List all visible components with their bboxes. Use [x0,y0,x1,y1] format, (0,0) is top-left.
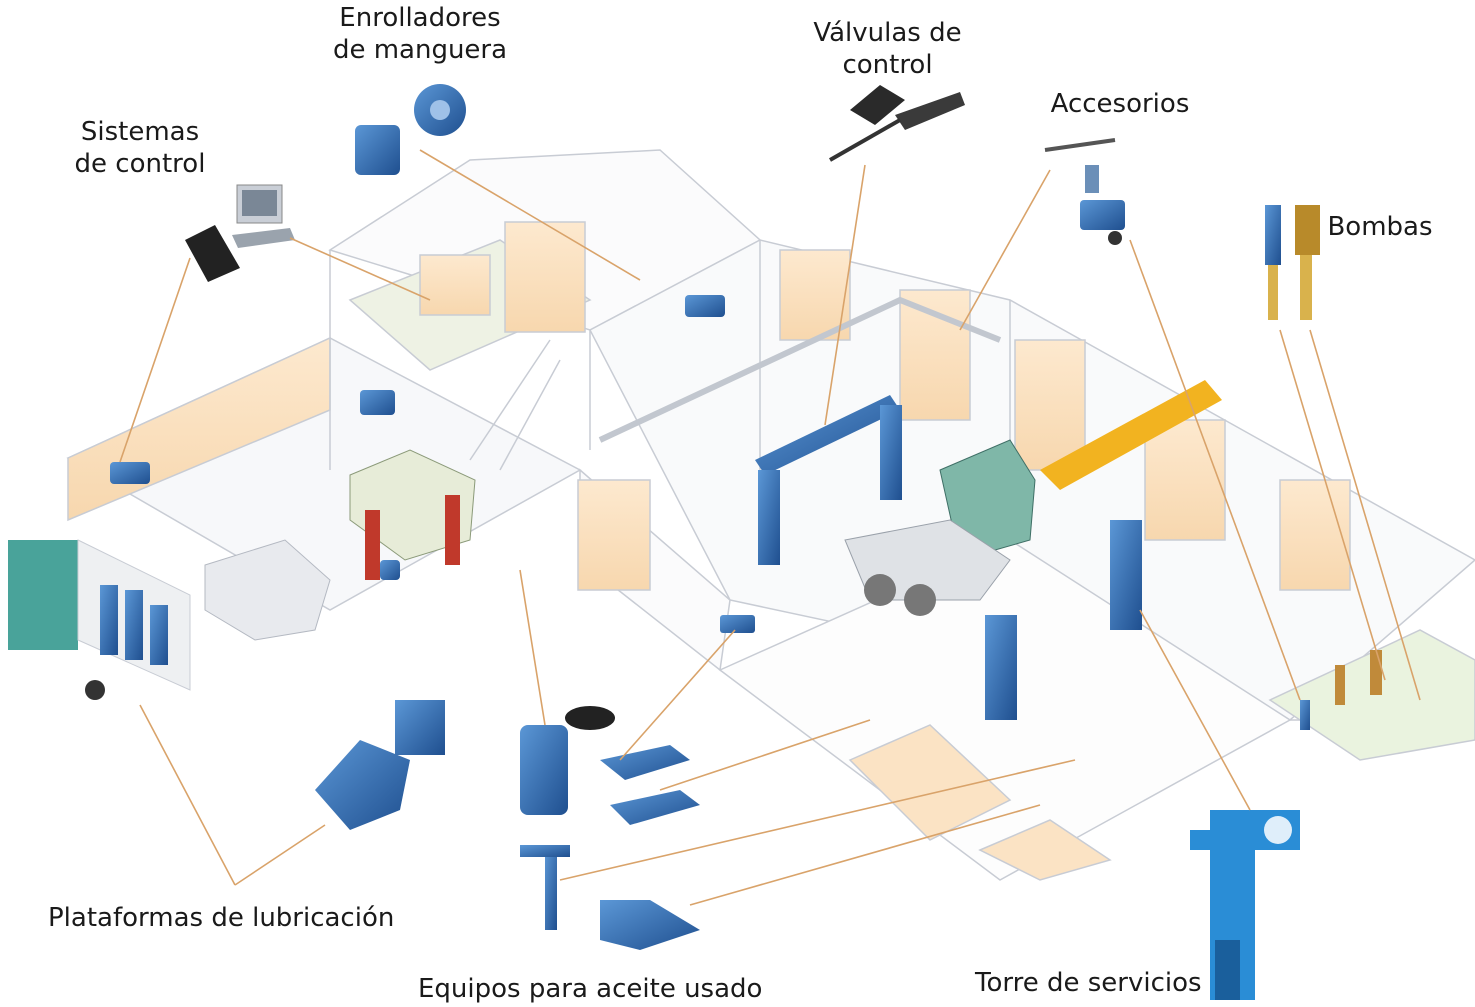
label-valvulas: Válvulas de control [805,17,970,81]
control-terminal-icon [185,184,295,282]
lube-truck-icon [8,539,191,700]
leader-lines [119,149,1421,906]
label-accesorios-text: Accesorios [1050,89,1190,119]
label-equipos-text: Equipos para aceite usado [418,974,763,1004]
wall-reels [110,295,755,633]
label-equipos: Equipos para aceite usado [418,973,763,1005]
label-torre: Torre de servicios [975,967,1202,999]
label-bombas-text: Bombas [1327,212,1433,242]
label-bombas: Bombas [1325,211,1435,243]
gantry-beam [755,395,902,565]
control-valve-icon [829,85,965,162]
label-accesorios: Accesorios [1045,88,1195,120]
label-enrolladores-line2: de manguera [332,35,508,65]
lube-trailer-icon [315,700,445,830]
service-column [985,520,1142,720]
overhead-pipe [598,296,1002,443]
label-enrolladores: Enrolladores de manguera [330,2,510,66]
yellow-boom [1040,380,1222,490]
label-valvulas-line2: control [842,50,933,80]
label-plataformas: Plataformas de lubricación [48,902,395,934]
oil-drain-icon [520,706,700,950]
accessory-cart-icon [1044,138,1125,245]
label-torre-text: Torre de servicios [975,968,1202,998]
car-on-lift [349,449,476,580]
truck [844,439,1036,616]
car-workshop [204,539,331,641]
label-sistemas-line2: de control [74,149,206,179]
hose-reel-icon [355,84,466,175]
service-tower-icon [1190,810,1300,1000]
label-sistemas: Sistemas de control [60,116,220,180]
label-sistemas-line1: Sistemas [80,117,200,147]
equipment [8,84,1382,1000]
label-plataformas-text: Plataformas de lubricación [48,903,395,933]
label-valvulas-line1: Válvulas de [813,18,962,48]
pump-icon [1265,205,1320,320]
label-enrolladores-line1: Enrolladores [339,3,501,33]
